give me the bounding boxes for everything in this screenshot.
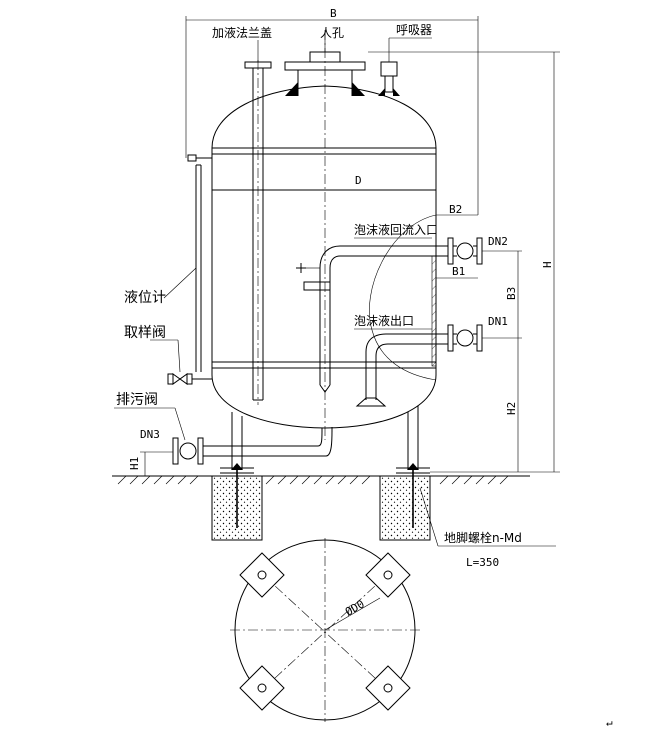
dim-dn2-label: DN2 (488, 235, 508, 248)
foot-plate (365, 665, 411, 711)
breather: 呼吸器 (378, 23, 432, 96)
foam-outlet: 泡沫液出口 DN1 (354, 313, 522, 407)
internal-pipe (296, 245, 452, 393)
drain-valve-label: 排污阀 (116, 392, 158, 408)
tank-shell: D (211, 30, 437, 440)
dim-h-label: H (541, 261, 554, 268)
sampling-valve: 取样阀 (124, 325, 212, 385)
level-gauge: 液位计 (124, 154, 212, 372)
anchor-bolt-label: 地脚螺栓n-Md (444, 530, 522, 545)
foam-return-inlet: B2 泡沫液回流入口 DN2 (354, 203, 522, 265)
dim-dn3-label: DN3 (140, 428, 160, 441)
dim-dn1-label: DN1 (488, 315, 508, 328)
ground-and-foundation (112, 463, 530, 541)
dim-b2-label: B2 (449, 203, 462, 216)
manhole-label: 人孔 (320, 26, 344, 40)
dim-h2-label: H2 (505, 402, 518, 415)
plan-view: ØD0 (230, 538, 420, 722)
dim-b1-label: B1 (452, 265, 465, 278)
breather-label: 呼吸器 (396, 23, 432, 37)
manhole: 人孔 (284, 26, 366, 96)
dim-phi-d0-label: ØD0 (343, 597, 367, 618)
filling-flange-label: 加液法兰盖 (212, 25, 272, 40)
foot-plate (365, 552, 411, 598)
foot-plate (239, 665, 285, 711)
level-gauge-label: 液位计 (124, 290, 166, 306)
anchor-bolt-callout: 地脚螺栓n-Md L=350 (419, 487, 556, 569)
dim-d-label: D (355, 174, 362, 187)
foam-return-inlet-label: 泡沫液回流入口 (354, 222, 438, 237)
side-pipe-stand: B1 (431, 255, 478, 367)
filling-flange: 加液法兰盖 (212, 25, 272, 405)
dim-b-label: B (330, 7, 337, 20)
anchor-bolt-length-label: L=350 (466, 556, 499, 569)
height-dimensions: H B3 H2 (368, 51, 560, 473)
dimension-b: B (185, 7, 479, 215)
drain-valve: 排污阀 DN3 H1 (114, 392, 333, 476)
return-mark: ↵ (606, 716, 613, 729)
foot-plate (239, 552, 285, 598)
sampling-valve-label: 取样阀 (124, 325, 166, 341)
dim-h1-label: H1 (128, 457, 141, 470)
dim-b3-label: B3 (505, 287, 518, 300)
foam-outlet-label: 泡沫液出口 (354, 313, 414, 328)
